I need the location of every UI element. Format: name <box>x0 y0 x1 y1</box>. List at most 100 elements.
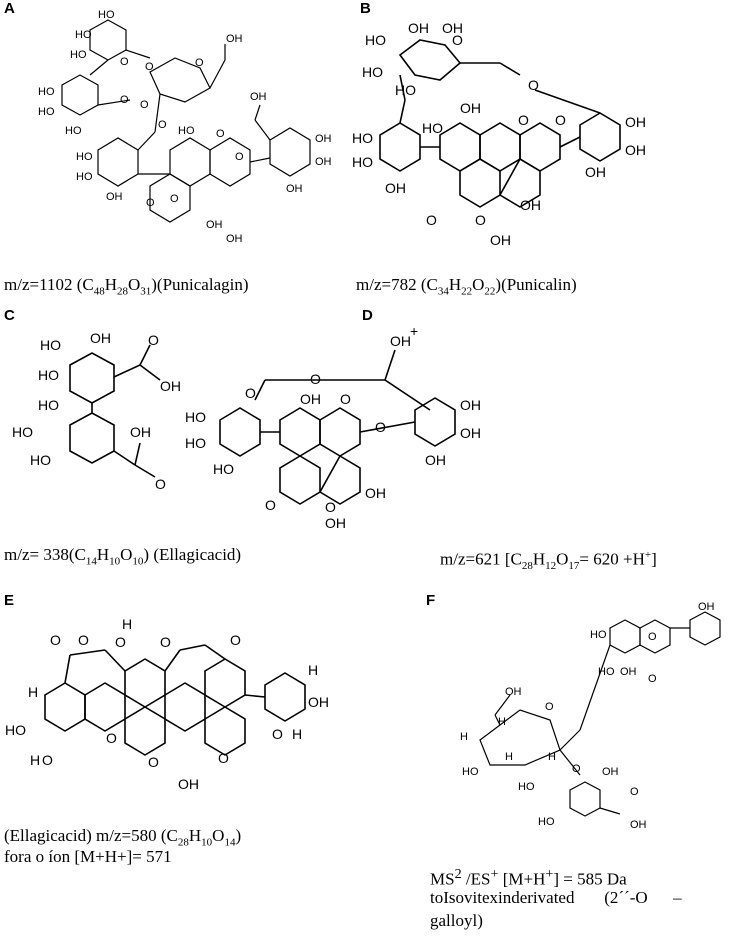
atom-label: O <box>160 634 171 650</box>
atom-label: O <box>340 391 351 407</box>
atom-label: HO <box>590 629 607 641</box>
atom-label: O <box>170 193 179 205</box>
atom-label: O <box>475 212 486 228</box>
atom-label: O <box>230 632 241 648</box>
caption-e-line2: fora o íon [M+H+]= 571 <box>4 847 172 866</box>
atom-label: O <box>325 499 336 515</box>
atom-label: O <box>235 151 244 163</box>
atom-label: H <box>548 751 556 763</box>
atom-label: HO <box>362 64 383 80</box>
atom-label: H <box>498 716 506 728</box>
atom-label: OH <box>325 515 346 531</box>
punicalagin-structure: HO HO HO HO HO HO HO HO OH HO OH OH OH O… <box>38 9 332 245</box>
atom-label: HO <box>518 781 535 793</box>
atom-label: H <box>122 616 132 632</box>
atom-label: O <box>572 763 581 775</box>
atom-label: OH <box>206 219 223 231</box>
atom-label: OH <box>460 397 481 413</box>
panel-letter-b: B <box>360 0 371 17</box>
atom-label: OH <box>300 391 321 407</box>
atom-label: HO <box>352 154 373 170</box>
atom-label: OH <box>490 232 511 248</box>
atom-label: HO <box>352 130 373 146</box>
ellagic-acid-e-structure: H O O O O O H H OH O H HO H O O O O OH <box>5 616 329 792</box>
atom-label: O <box>195 57 204 69</box>
atom-label: + <box>410 323 418 339</box>
atom-label: O <box>648 673 657 685</box>
atom-label: OH <box>315 156 332 168</box>
atom-label: OH <box>630 819 647 831</box>
atom-label: OH <box>698 601 715 613</box>
atom-label: OH <box>90 330 111 346</box>
atom-label: OH <box>460 425 481 441</box>
atom-label: O <box>115 634 126 650</box>
atom-label: O <box>518 112 529 128</box>
ellagic-acid-c-structure: HO OH HO HO HO HO O OH OH O <box>12 330 181 492</box>
atom-label: O <box>145 61 154 73</box>
atom-label: O <box>106 730 117 746</box>
atom-label: HO <box>538 816 555 828</box>
ellagic-derivative-d-structure: OH + O O HO HO HO OH O O O O OH OH OH OH… <box>185 323 481 531</box>
atom-label: OH <box>625 114 646 130</box>
atom-label: HO <box>395 82 416 98</box>
atom-label: OH <box>308 694 329 710</box>
atom-label: OH <box>178 776 199 792</box>
panel-letter-d: D <box>362 307 373 324</box>
atom-label: O <box>155 476 166 492</box>
atom-label: OH <box>365 485 386 501</box>
atom-label: O <box>50 632 61 648</box>
caption-e-line1: (Ellagicacid) m/z=580 (C28H10O14) <box>4 826 242 849</box>
isovitexin-derivative-structure: OH HO O HO OH O OH H H O HO H HO H OH O … <box>460 601 721 831</box>
atom-label: HO <box>178 125 195 137</box>
atom-label: OH <box>226 33 243 45</box>
atom-label: OH <box>520 197 541 213</box>
atom-label: O <box>375 419 386 435</box>
atom-label: OH <box>226 233 243 245</box>
atom-label: HO <box>5 722 26 738</box>
atom-label: OH <box>425 452 446 468</box>
atom-label: OH <box>602 766 619 778</box>
atom-label: OH <box>505 686 522 698</box>
atom-label: H <box>505 751 513 763</box>
atom-label: OH <box>250 91 267 103</box>
atom-label: HO <box>38 367 59 383</box>
atom-label: HO <box>38 397 59 413</box>
atom-label: H <box>308 662 318 678</box>
atom-label: HO <box>365 32 386 48</box>
atom-label: HO <box>76 171 93 183</box>
atom-label: HO <box>38 106 55 118</box>
panel-letter-c: C <box>4 307 15 324</box>
atom-label: OH <box>106 191 123 203</box>
atom-label: OH <box>625 142 646 158</box>
atom-label: O <box>148 332 159 348</box>
atom-label: H <box>460 731 468 743</box>
atom-label: O <box>545 701 554 713</box>
atom-label: O <box>528 77 539 93</box>
atom-label: HO <box>185 435 206 451</box>
atom-label: O <box>630 786 639 798</box>
atom-label: O <box>648 631 657 643</box>
caption-a: m/z=1102 (C48H28O31)(Punicalagin) <box>4 275 249 298</box>
panel-letter-f: F <box>426 592 436 609</box>
atom-label: OH <box>620 666 637 678</box>
caption-b: m/z=782 (C34H22O22)(Punicalin) <box>356 275 577 298</box>
atom-label: HO <box>213 461 234 477</box>
caption-d: m/z=621 [C28H12O17= 620 +H+] <box>440 549 657 573</box>
atom-label: O <box>310 371 321 387</box>
atom-label: OH <box>390 333 411 349</box>
atom-label: O <box>78 632 89 648</box>
atom-label: O <box>158 119 167 131</box>
atom-label: OH <box>315 133 332 145</box>
atom-label: HO <box>462 766 479 778</box>
atom-label: O <box>265 497 276 513</box>
atom-label: O <box>452 32 463 48</box>
atom-label: O <box>426 212 437 228</box>
atom-label: H <box>292 726 302 742</box>
atom-label: O <box>555 112 566 128</box>
atom-label: O <box>216 128 225 140</box>
atom-label: O <box>120 94 129 106</box>
atom-label: O <box>148 754 159 770</box>
atom-label: HO <box>76 151 93 163</box>
atom-label: H <box>30 752 40 768</box>
punicalin-structure: HO OH OH HO HO O HO HO OH HO OH O O O O … <box>352 20 646 248</box>
